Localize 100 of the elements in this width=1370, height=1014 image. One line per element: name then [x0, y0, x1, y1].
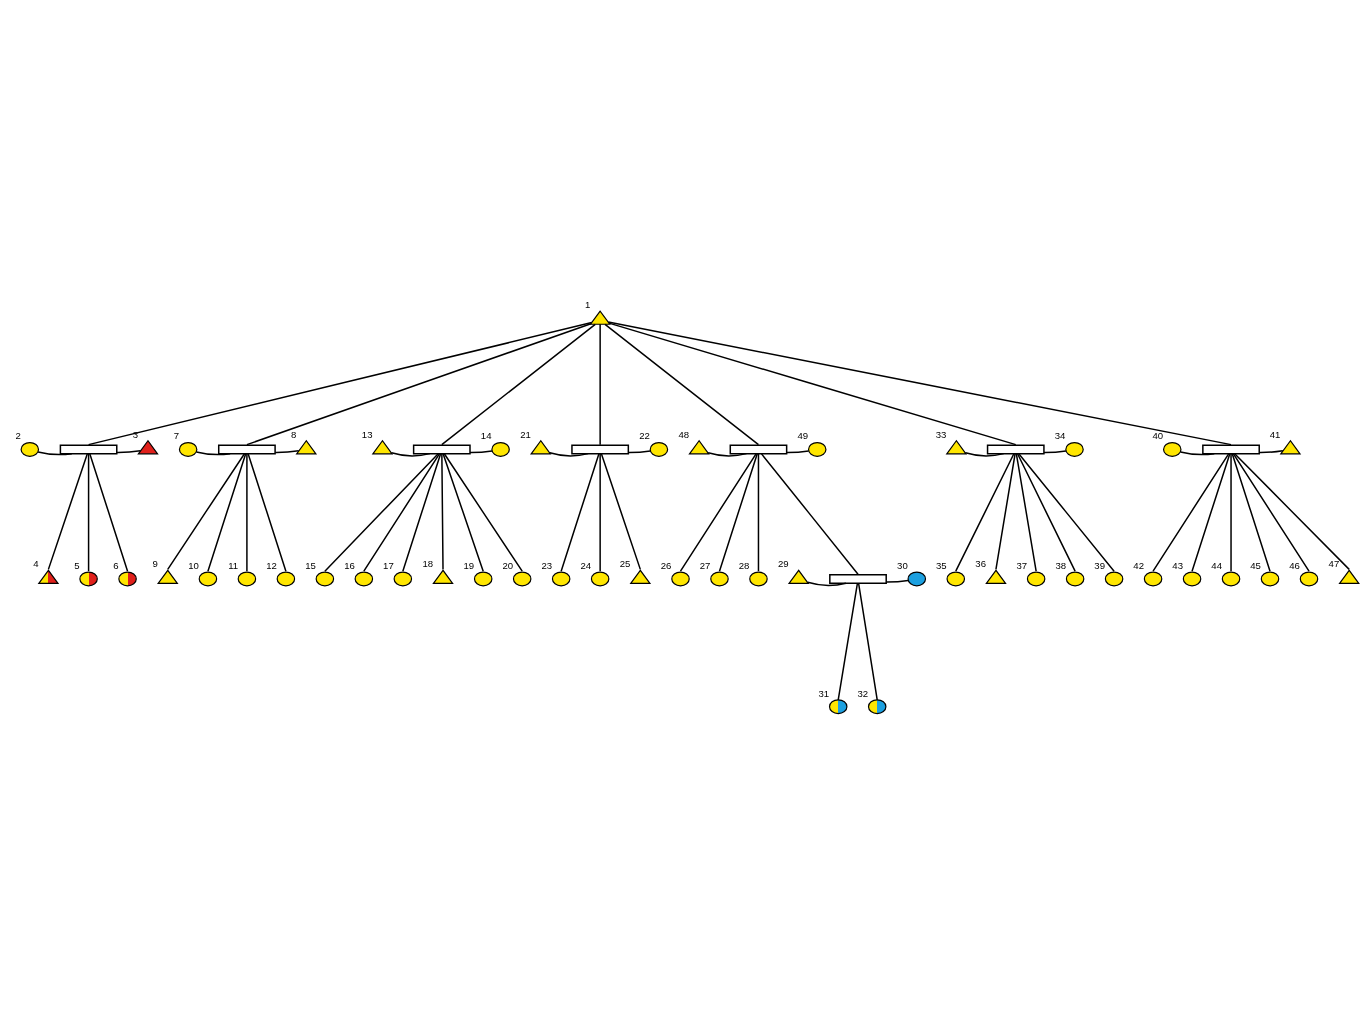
node-circle [1065, 571, 1085, 587]
node-triangle [530, 439, 552, 455]
node-circle [671, 571, 690, 587]
node-label: 44 [1211, 559, 1222, 571]
node-label: 7 [173, 430, 180, 442]
connector [207, 453, 247, 572]
node-label: 30 [897, 559, 908, 571]
connector [274, 450, 300, 454]
connector [757, 453, 760, 572]
node-circle [354, 571, 374, 587]
connector [599, 453, 601, 572]
node-circle [198, 571, 218, 587]
connector [1230, 453, 1232, 572]
node-circle [1104, 571, 1124, 587]
node-triangle [985, 569, 1007, 584]
node-circle [710, 571, 729, 587]
connector [47, 453, 89, 571]
connector [837, 582, 859, 701]
connector [246, 453, 248, 572]
node-triangle [1338, 569, 1360, 584]
node-triangle [589, 310, 611, 325]
node-circle [473, 571, 493, 587]
node-circle [1065, 441, 1084, 457]
node-circle [867, 699, 887, 715]
node-box [1202, 444, 1260, 455]
connector [1152, 453, 1230, 572]
node-label: 21 [520, 428, 531, 440]
node-triangle [432, 569, 454, 584]
node-triangle [156, 569, 179, 584]
node-triangle [371, 439, 394, 455]
node-circle [315, 571, 335, 587]
node-circle [1299, 571, 1319, 587]
node-circle [828, 699, 848, 715]
connector [679, 453, 757, 572]
connector [167, 453, 246, 571]
node-label: 9 [152, 558, 158, 570]
connector [600, 453, 642, 571]
node-triangle [787, 569, 810, 584]
node-label: 31 [818, 687, 830, 699]
node-label: 26 [660, 559, 672, 571]
node-label: 16 [344, 559, 355, 571]
node-circle [1162, 441, 1182, 457]
node-label: 18 [422, 558, 434, 570]
connector [324, 453, 439, 572]
node-circle [1143, 571, 1163, 587]
node-circle [79, 571, 98, 587]
connector [390, 452, 431, 457]
node-circle [178, 441, 198, 457]
node-triangle [295, 439, 318, 455]
node-circle [551, 571, 571, 587]
connector [964, 452, 1005, 457]
node-label: 34 [1054, 430, 1066, 442]
node-label: 45 [1250, 559, 1261, 571]
node-label: 2 [15, 430, 21, 442]
connector [599, 323, 601, 446]
node-label: 11 [228, 559, 239, 571]
connector [760, 453, 859, 575]
node-label: 49 [797, 430, 809, 442]
connector [402, 453, 442, 572]
connector [87, 321, 593, 446]
node-label: 5 [74, 559, 80, 571]
node-triangle [945, 439, 968, 455]
node-label: 28 [738, 559, 750, 571]
node-circle [1182, 571, 1202, 587]
node-label: 8 [291, 428, 297, 440]
node-triangle [1279, 439, 1302, 455]
connector [1018, 453, 1115, 572]
connector [1233, 453, 1350, 571]
node-circle [946, 571, 966, 587]
node-label: 12 [266, 559, 277, 571]
connector [469, 450, 493, 454]
connector [1015, 453, 1037, 572]
connector [1179, 451, 1215, 456]
node-circle [749, 571, 768, 587]
connector [560, 453, 600, 572]
node-label: 14 [480, 430, 492, 442]
connector [627, 450, 652, 454]
connector [806, 581, 847, 587]
node-label: 24 [580, 559, 592, 571]
connector [955, 453, 1015, 572]
node-triangle [37, 569, 60, 584]
node-circle [491, 441, 510, 457]
node-label: 4 [33, 558, 39, 570]
connector [443, 453, 523, 572]
node-triangle [629, 569, 652, 584]
node-box [412, 444, 471, 455]
node-label: 3 [132, 428, 139, 440]
node-label: 6 [113, 559, 119, 571]
connector [718, 453, 758, 572]
connector [785, 450, 810, 454]
connector [1016, 453, 1076, 572]
node-label: 1 [584, 299, 591, 311]
connector [885, 579, 909, 583]
node-label: 29 [778, 558, 789, 570]
node-label: 42 [1133, 559, 1145, 571]
node-box [729, 444, 788, 455]
connector [608, 322, 1017, 446]
connector [995, 453, 1016, 571]
connector [37, 451, 73, 456]
node-circle [276, 571, 296, 587]
